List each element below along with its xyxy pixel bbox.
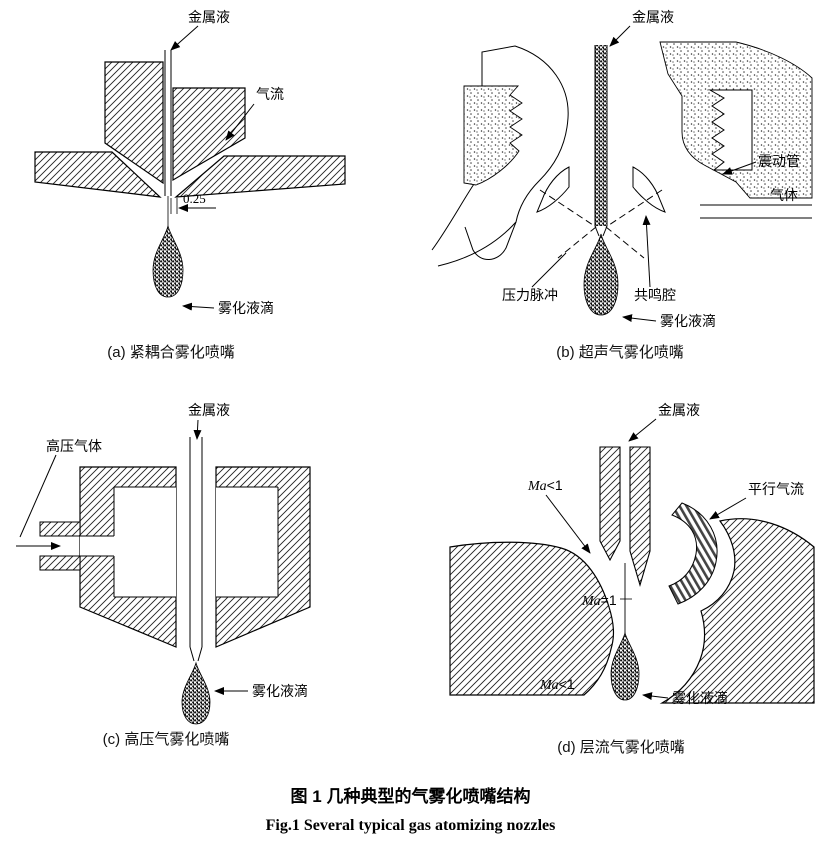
resonance-leader-arrow [642,215,651,288]
pressure-pulse-leader [531,252,567,288]
metal-leader-arrow [609,25,631,47]
mach-subsonic-top-label: Ma<1 [527,477,563,494]
panel-b-caption: (b) 超声气雾化喷嘴 [556,344,684,361]
pulse-dash-2 [605,189,663,228]
parallel-gas-label: 平行气流 [748,481,804,497]
metal-label: 金属液 [632,9,674,25]
droplets-leader-arrow [182,302,215,311]
hp-gas-label: 高压气体 [46,438,102,454]
nozzle-block-left [104,61,164,185]
mach-symbol: Ma [581,594,601,609]
melt-tube-bar-right [629,446,651,587]
mach-sonic-label: Ma=1 [581,592,617,609]
gas-flow-leader-arrow [225,103,255,141]
metal-leader-arrow [170,25,199,51]
spray-plume [152,225,184,298]
casing-line-lower-left-2 [431,183,475,251]
gas-chamber-right [216,487,278,597]
nozzle-block-right [172,87,246,182]
mach-subsonic-bottom-label: Ma<1 [539,676,575,693]
mach-top-leader-arrow [545,494,591,554]
panel-d-caption: (d) 层流气雾化喷嘴 [557,739,685,756]
ceramic-block-left [463,85,523,186]
pulse-dash-1 [539,189,597,228]
metal-leader-arrow [628,418,657,442]
inlet-pipe-stub-bottom [39,555,81,571]
melt-tube-bar-left [599,446,621,562]
pulse-dash-4 [605,226,645,259]
droplets-leader-arrow [622,314,657,323]
droplets-label: 雾化液滴 [252,683,308,699]
casing-line-lower-left-1 [437,221,517,267]
melt-tube-taper-right [197,646,203,662]
hp-gas-leader [19,454,57,538]
resonance-horn-left [536,166,570,213]
spray-plume [610,631,640,701]
nozzle-body-left [449,541,615,696]
panel-a-diagram: 0.25 金属液 气流 雾化液滴 [34,9,346,316]
panel-b-diagram: 金属液 震动管 气体 压力脉冲 共鸣腔 雾化液滴 [431,9,813,329]
panel-c-caption: (c) 高压气雾化喷嘴 [102,731,230,748]
figure-caption-en: Fig.1 Several typical gas atomizing nozz… [265,817,556,834]
figure-caption-zh: 图 1 几种典型的气雾化喷嘴结构 [290,787,531,806]
gas-inlet-channel [80,536,114,556]
panel-a-caption: (a) 紧耦合雾化喷嘴 [107,344,235,361]
mach-symbol: Ma [527,479,547,494]
panel-c-diagram: 金属液 高压气体 雾化液滴 [16,402,311,725]
resonance-cavity-label: 共鸣腔 [634,287,676,303]
gas-wedge-left [34,151,162,198]
vibrating-tube-collar [708,89,753,171]
pressure-pulse-label: 压力脉冲 [502,287,558,303]
gas-chamber-left [114,487,176,597]
pulse-dash-3 [557,226,597,259]
casing-outline-left [464,45,569,260]
droplets-label: 雾化液滴 [218,300,274,316]
droplets-label: 雾化液滴 [672,690,728,706]
metal-label: 金属液 [188,9,230,25]
parallel-gas-duct [668,502,718,605]
spray-plume [583,233,619,316]
metal-label: 金属液 [658,402,700,418]
mach-symbol: Ma [539,678,559,693]
inlet-pipe-stub-top [39,521,81,537]
gap-dimension-label: 0.25 [183,191,206,206]
panel-d-diagram: 金属液 平行气流 Ma<1 Ma=1 Ma<1 雾化液滴 [449,402,815,706]
nozzle-body-right [659,518,815,704]
droplets-leader-arrow [642,692,669,701]
metal-label: 金属液 [188,402,230,418]
gas-wedge-right [174,155,346,198]
gas-flow-label: 气流 [256,86,284,102]
melt-tube-taper-left [189,646,195,662]
vibrating-tube-leader-arrow [722,161,757,175]
gas-label: 气体 [770,187,798,203]
mach-relation: =1 [601,592,617,608]
resonance-horn-right [632,166,666,213]
mach-relation: <1 [547,477,563,493]
vibrating-tube-label: 震动管 [758,153,800,169]
mach-relation: <1 [559,676,575,692]
parallel-gas-leader-arrow [709,497,747,520]
spray-plume [181,661,211,725]
metal-leader-arrow [193,419,202,440]
melt-tube-fill [595,45,607,226]
droplets-label: 雾化液滴 [660,313,716,329]
